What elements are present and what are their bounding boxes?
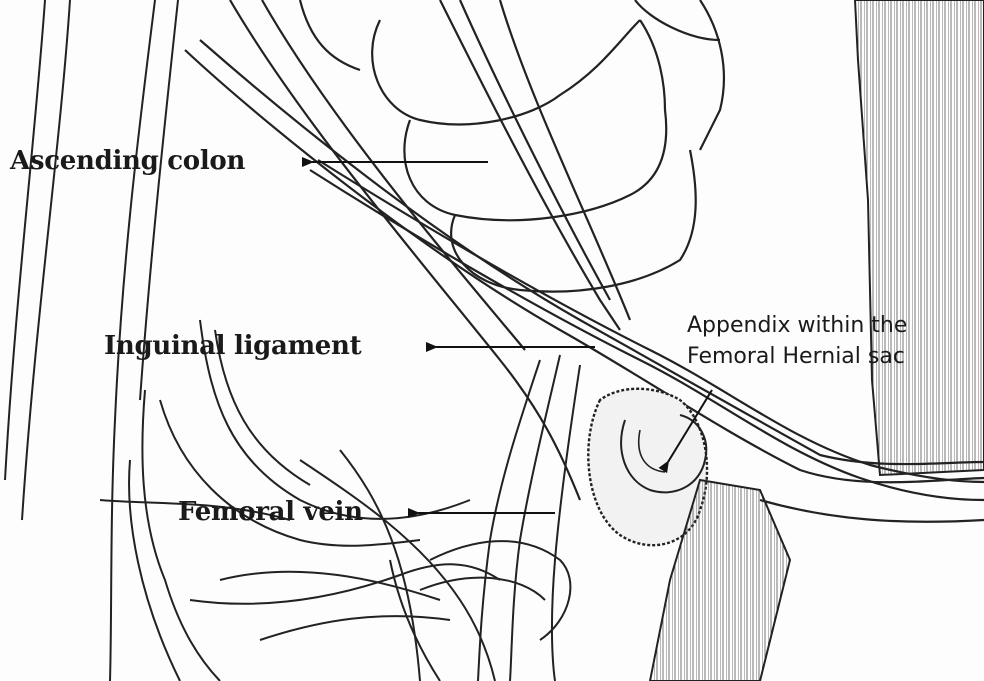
label-ascending-colon: Ascending colon bbox=[10, 148, 245, 175]
label-appendix-line2: Femoral Hernial sac bbox=[687, 345, 907, 368]
label-appendix-line1: Appendix within the bbox=[687, 314, 907, 337]
label-femoral-vein: Femoral vein bbox=[178, 499, 363, 526]
ascending-colon-shape bbox=[372, 0, 724, 292]
label-appendix: Appendix within the Femoral Hernial sac bbox=[687, 314, 907, 368]
label-inguinal-ligament: Inguinal ligament bbox=[104, 333, 361, 360]
muscle-block-right bbox=[855, 0, 984, 475]
